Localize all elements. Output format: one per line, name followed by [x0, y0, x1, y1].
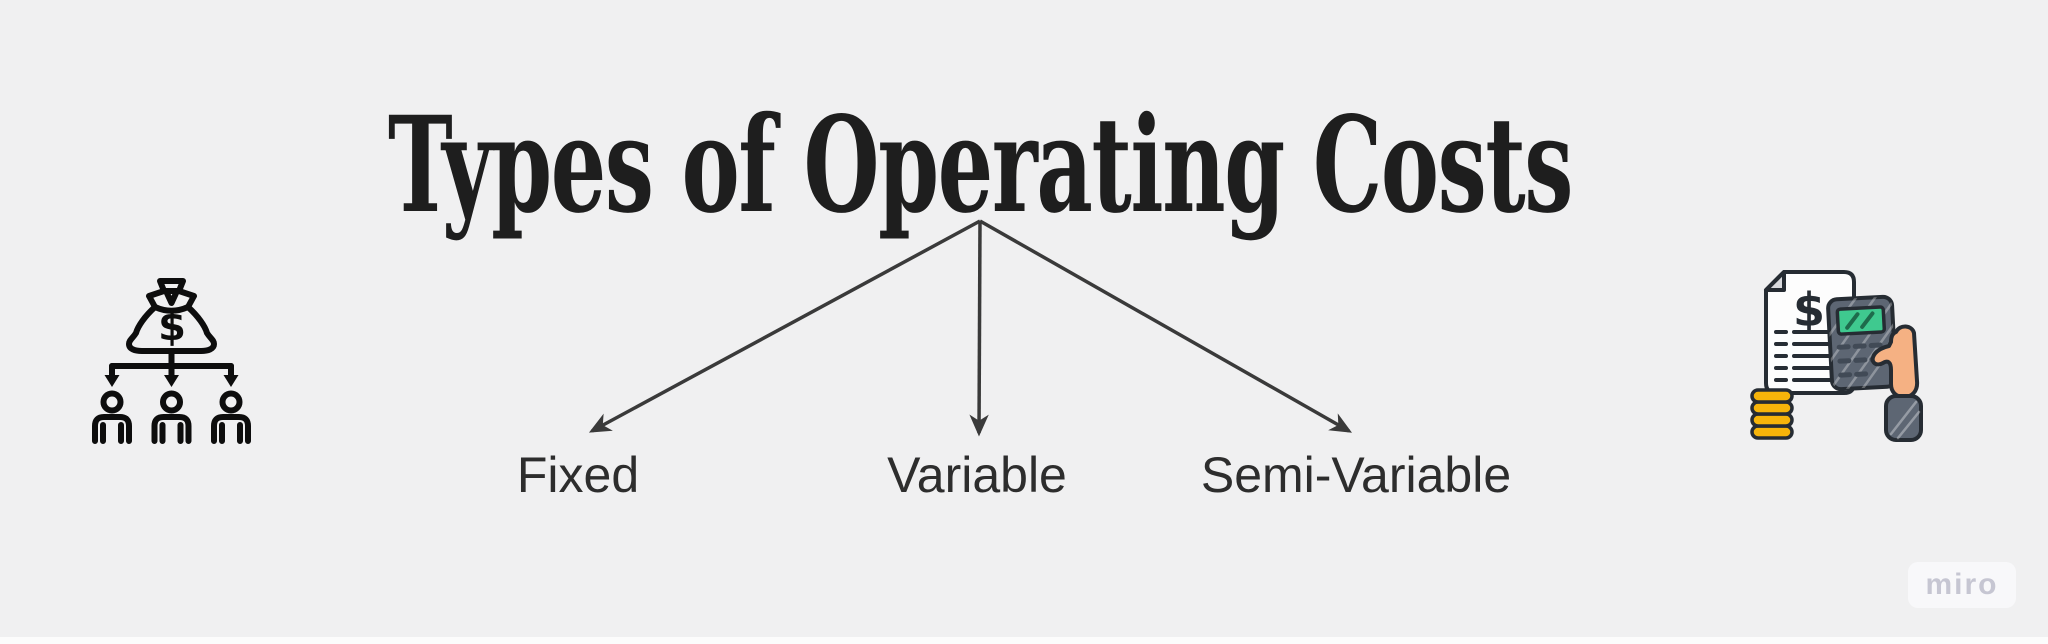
bottom-edge-strip [0, 637, 2048, 644]
money-bag-dollar-sign: $ [158, 304, 186, 350]
coin-stack [1750, 388, 1794, 440]
person-icon-right [211, 390, 251, 444]
branch-label-variable: Variable [887, 447, 1067, 503]
miro-watermark-label: miro [1925, 568, 1999, 601]
paper-fold-corner [1764, 270, 1786, 292]
hand [1870, 324, 1920, 399]
money-bag-distribution-icon: $ [92, 278, 251, 444]
person-icon-middle [151, 390, 192, 444]
distribution-lines [109, 348, 234, 379]
calculator-screen [1835, 305, 1887, 336]
miro-watermark[interactable]: miro [1908, 562, 2016, 608]
page-title: Types of Operating Costs [387, 88, 1573, 243]
invoice-dollar-sign: $ [1793, 283, 1825, 337]
arrow-to-semi-variable [979, 219, 1353, 433]
money-bag [126, 278, 217, 354]
arrow-to-fixed [588, 219, 981, 433]
screen-digits [1845, 311, 1875, 330]
invoice-calculator-icon: $ [1750, 270, 1923, 442]
branch-label-fixed: Fixed [516, 447, 640, 503]
branch-label-semi-variable: Semi-Variable [1200, 447, 1512, 503]
person-icon-left [92, 390, 132, 444]
arrow-to-variable [969, 220, 989, 437]
distribution-arrowheads [104, 375, 239, 387]
sleeve-cuff [1884, 394, 1923, 442]
sleeve-hatching [1889, 400, 1921, 440]
